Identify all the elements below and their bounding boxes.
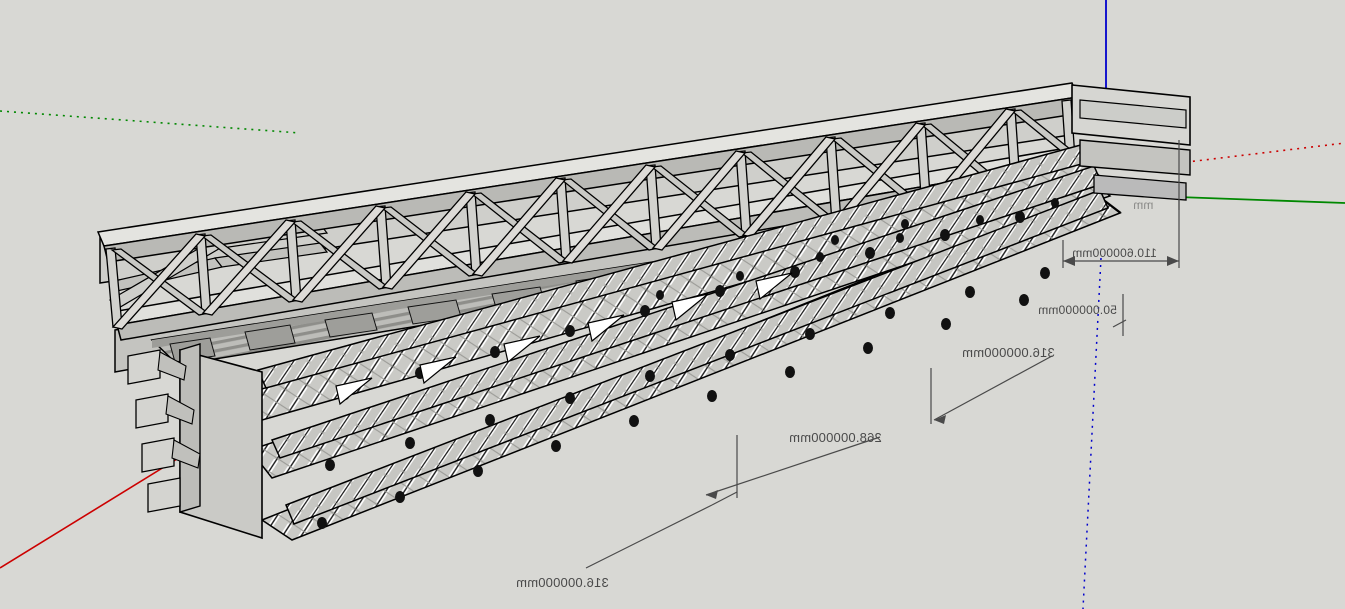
x-brace-panels [105, 99, 1078, 330]
dim-5-arrow-left [1063, 256, 1075, 266]
dimension-label-3: 316.000000mm [962, 345, 1055, 360]
green-axis-negative [0, 110, 301, 134]
lower-chords [256, 142, 1110, 525]
green-axis-positive [1177, 196, 1345, 204]
dimension-label-5: 110.600000mm [1072, 246, 1157, 260]
dim-3-leader [933, 355, 1053, 421]
dimension-label-4: 50.000000mm [1038, 303, 1117, 317]
dimension-label-6: mm [1133, 198, 1154, 212]
bridge-model[interactable] [96, 82, 1191, 541]
dimension-label-2: 268.000000mm [789, 430, 882, 445]
dimension-label-1: 316.000000mm [516, 575, 609, 590]
dimension-annotations [585, 140, 1180, 569]
near-truss-upper [96, 82, 1093, 341]
near-truss-lower-lattice [238, 142, 1122, 541]
left-end-post [127, 343, 263, 540]
dim-1-leader-b [711, 491, 738, 506]
dim-2-leader [705, 436, 881, 496]
red-axis-negative [0, 450, 191, 569]
dim-3-arrowhead [934, 415, 946, 424]
dim-5-arrow-right [1167, 256, 1179, 266]
blue-axis-negative [1082, 257, 1102, 609]
gusset-plates [335, 272, 793, 406]
dim-4-tick [1112, 319, 1127, 328]
dim-1-leader [585, 504, 713, 569]
far-truss-right-section [1079, 99, 1187, 129]
dim-2-arrowhead [706, 490, 718, 499]
